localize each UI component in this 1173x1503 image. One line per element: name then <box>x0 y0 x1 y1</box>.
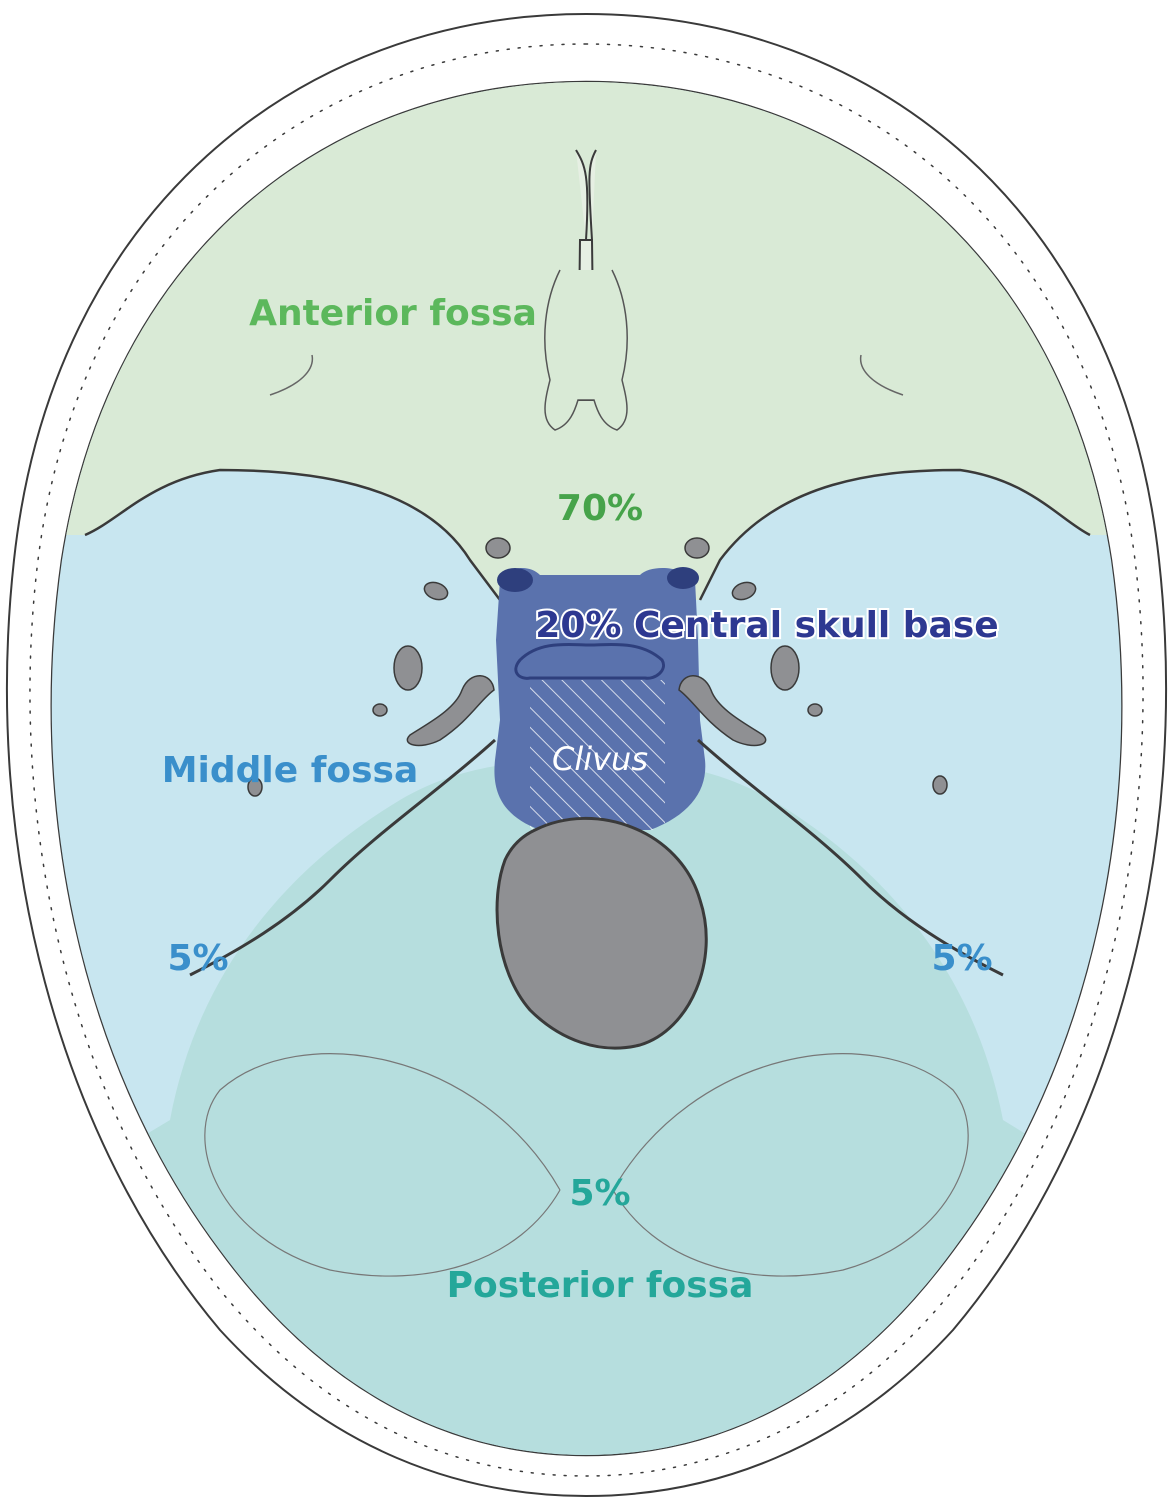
anterior-fossa-label: Anterior fossa <box>249 293 537 334</box>
middle-fossa-left-percentage: 5% <box>167 938 228 979</box>
posterior-fossa-label: Posterior fossa <box>447 1265 754 1306</box>
central-skull-base-label: 20% Central skull base <box>535 605 998 646</box>
clivus-label: Clivus <box>552 740 648 778</box>
anterior-fossa-percentage: 70% <box>557 488 643 529</box>
right-foramen-rotundum <box>771 646 799 690</box>
left-optic-canal <box>486 538 510 558</box>
right-anterior-clinoid <box>667 567 699 589</box>
left-foramen-spinosum <box>373 704 387 716</box>
left-foramen-rotundum <box>394 646 422 690</box>
middle-fossa-right-percentage: 5% <box>931 938 992 979</box>
middle-fossa-label: Middle fossa <box>162 750 419 791</box>
posterior-fossa-percentage: 5% <box>569 1173 630 1214</box>
right-optic-canal <box>685 538 709 558</box>
right-foramen-spinosum <box>808 704 822 716</box>
right-jugular-foramen <box>933 776 947 794</box>
left-anterior-clinoid <box>497 568 533 592</box>
